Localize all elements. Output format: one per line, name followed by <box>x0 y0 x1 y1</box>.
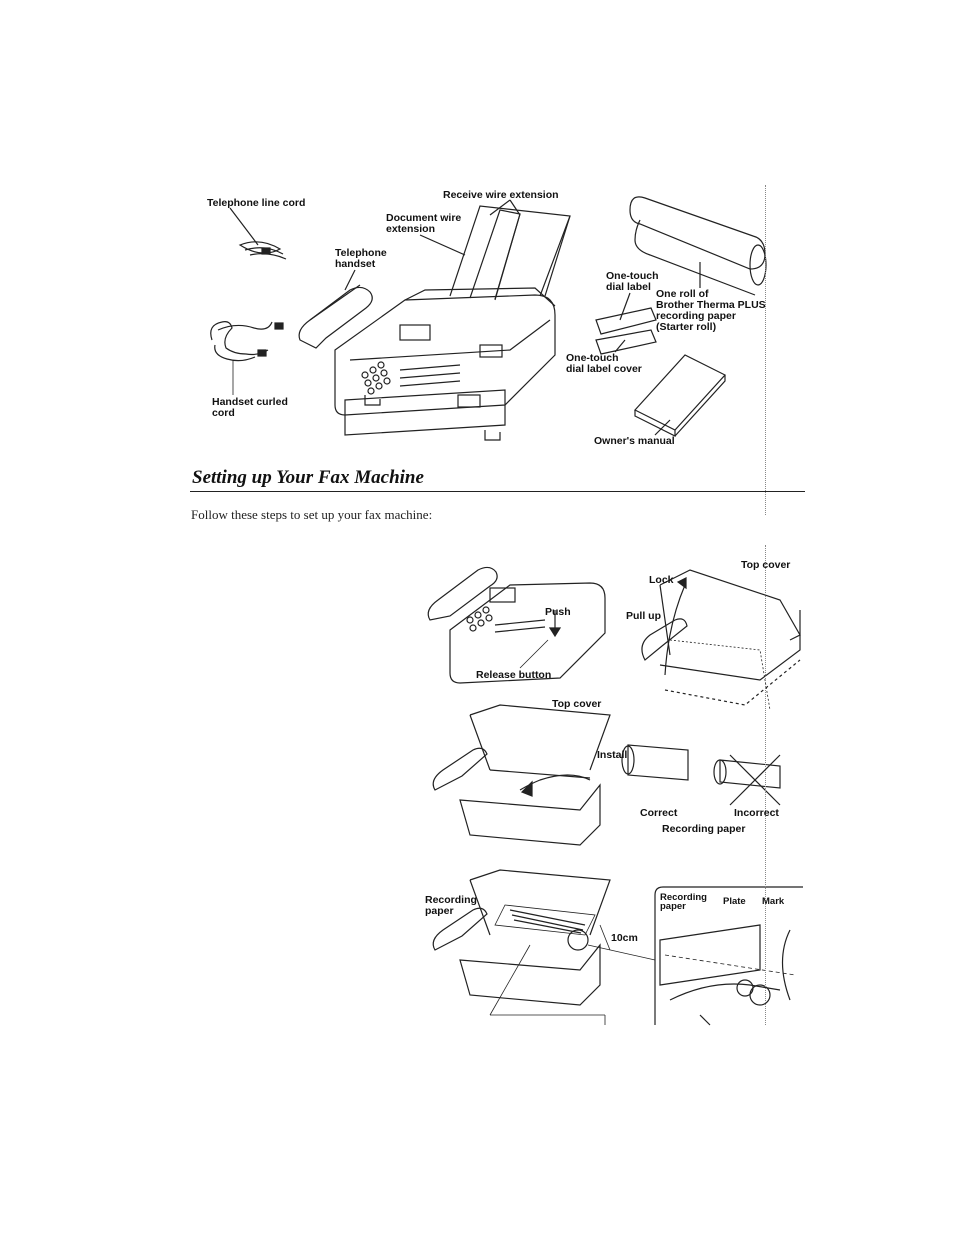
fax-machine-drawing <box>298 284 556 441</box>
manual-drawing <box>634 354 726 437</box>
label-push: Push <box>545 606 571 618</box>
margin-rule <box>765 185 766 515</box>
section-divider <box>190 491 805 492</box>
label-pull-up: Pull up <box>626 610 661 622</box>
label-recording-paper-left: Recording paper <box>425 894 477 917</box>
label-10cm: 10cm <box>611 932 638 944</box>
label-recording-paper-caption: Recording paper <box>662 823 746 835</box>
label-top-cover-2: Top cover <box>552 698 602 710</box>
label-release-button: Release button <box>476 669 552 681</box>
label-handset-curled-cord: Handset curled cord <box>212 396 288 419</box>
label-recording-paper-roll: One roll of Brother Therma PLUS recordin… <box>656 288 766 333</box>
margin-rule-lower <box>765 545 766 1025</box>
paper-roll-drawing <box>629 196 767 296</box>
step-install-roll-drawing <box>432 704 781 846</box>
label-receive-wire-extension: Receive wire extension <box>443 189 559 201</box>
step-release-button-drawing <box>427 566 606 684</box>
step-recording-paper-drawing <box>432 869 803 1026</box>
label-lock: Lock <box>649 574 674 586</box>
handset-curled-cord-drawing <box>210 321 284 395</box>
section-title: Setting up Your Fax Machine <box>192 467 424 488</box>
step-top-cover-open-drawing <box>641 569 801 711</box>
label-recording-paper-detail: Recording paper <box>660 892 707 912</box>
section-intro: Follow these steps to set up your fax ma… <box>191 507 433 522</box>
label-document-wire-extension: Document wire extension <box>386 212 462 235</box>
label-telephone-handset: Telephone handset <box>335 247 387 270</box>
label-incorrect: Incorrect <box>734 807 779 819</box>
label-one-touch-dial-label-cover: One-touch dial label cover <box>566 352 642 375</box>
label-correct: Correct <box>640 807 678 819</box>
telephone-line-cord-drawing <box>238 241 287 260</box>
label-owners-manual: Owner's manual <box>594 435 675 447</box>
dial-labels-drawing <box>595 307 657 355</box>
label-plate: Plate <box>723 896 746 907</box>
wire-extensions-drawing <box>449 205 571 301</box>
label-one-touch-dial-label: One-touch dial label <box>606 270 659 293</box>
label-mark: Mark <box>762 896 785 907</box>
label-top-cover-1: Top cover <box>741 559 791 571</box>
leader-lines <box>229 199 701 436</box>
label-telephone-line-cord: Telephone line cord <box>207 197 306 209</box>
label-install: Install <box>597 749 628 761</box>
